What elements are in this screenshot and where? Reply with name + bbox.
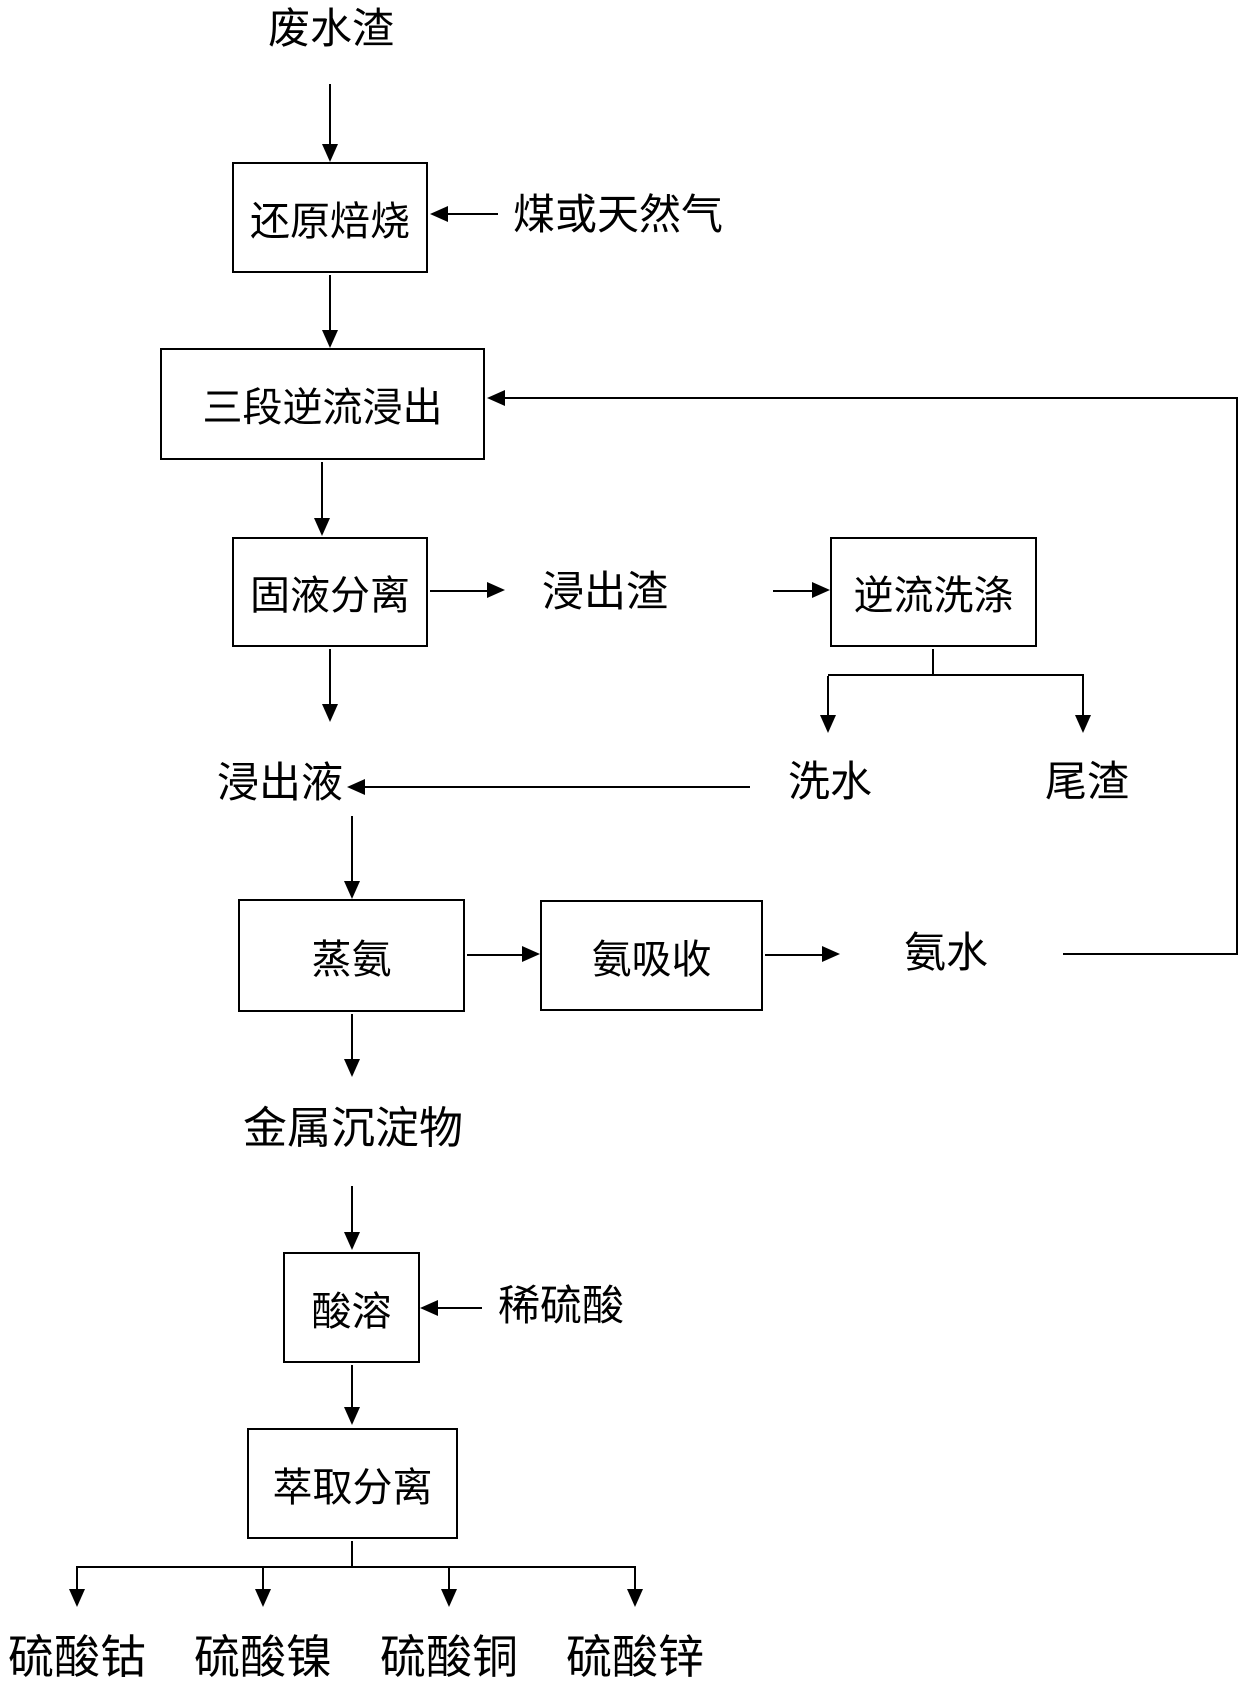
- node-tailings: 尾渣: [1044, 760, 1129, 806]
- node-countercurrent-washing: 逆流洗涤: [830, 537, 1037, 647]
- arrow-down-icon: [1075, 715, 1091, 733]
- node-metal-precipitate: 金属沉淀物: [243, 1104, 463, 1153]
- edge-wasteslag-roasting-line: [329, 84, 331, 144]
- node-three-stage-leaching: 三段逆流浸出: [160, 348, 485, 460]
- arrow-down-icon: [255, 1589, 271, 1607]
- node-nickel-sulfate: 硫酸镍: [194, 1632, 332, 1683]
- arrow-down-icon: [322, 704, 338, 722]
- edge-distillation-absorption-line: [467, 954, 522, 956]
- edge-roasting-leaching-line: [329, 275, 331, 330]
- edge-separation-leachsolution-line: [329, 649, 331, 704]
- arrow-left-icon: [347, 779, 365, 795]
- arrow-left-icon: [430, 206, 448, 222]
- edge-extraction-zinc-line: [634, 1568, 636, 1589]
- node-ammonia-absorption: 氨吸收: [540, 900, 763, 1011]
- arrow-left-icon: [487, 390, 505, 406]
- arrow-down-icon: [441, 1589, 457, 1607]
- edge-extraction-nickel-line: [262, 1568, 264, 1589]
- edge-aciddissolution-extraction-line: [351, 1365, 353, 1407]
- arrow-down-icon: [69, 1589, 85, 1607]
- arrow-down-icon: [344, 1059, 360, 1077]
- edge-separation-residue-line: [430, 590, 487, 592]
- arrow-left-icon: [420, 1300, 438, 1316]
- arrow-right-icon: [812, 582, 830, 598]
- edge-ammoniawater-feedback-bottom-line: [1063, 953, 1238, 955]
- arrow-down-icon: [627, 1589, 643, 1607]
- edge-distillation-precipitate-line: [351, 1014, 353, 1059]
- node-copper-sulfate: 硫酸铜: [380, 1632, 518, 1683]
- edge-leaching-separation-line: [321, 462, 323, 518]
- node-dilute-sulfuric-acid: 稀硫酸: [497, 1284, 624, 1330]
- node-leach-residue: 浸出渣: [541, 570, 668, 616]
- edge-acid-aciddissolution-line: [438, 1307, 482, 1309]
- edge-ammoniawater-feedback-top-line: [505, 397, 1236, 399]
- node-leach-solution: 浸出液: [216, 761, 343, 807]
- node-reduction-roasting: 还原焙烧: [232, 162, 428, 273]
- edge-washwater-leachsolution-line: [365, 786, 750, 788]
- edge-extraction-split-stem-line: [351, 1541, 353, 1567]
- node-zinc-sulfate: 硫酸锌: [566, 1632, 704, 1683]
- edge-precipitate-aciddissolution-line: [351, 1186, 353, 1232]
- arrow-down-icon: [314, 518, 330, 536]
- node-wash-water: 洗水: [787, 760, 872, 806]
- edge-washing-tailings-line: [1082, 676, 1084, 716]
- node-ammonia-distillation: 蒸氨: [238, 899, 465, 1012]
- arrow-down-icon: [344, 1407, 360, 1425]
- edge-coal-roasting-line: [448, 213, 498, 215]
- arrow-right-icon: [822, 946, 840, 962]
- edge-washing-washwater-line: [827, 676, 829, 716]
- node-waste-slag: 废水渣: [267, 7, 394, 53]
- arrow-down-icon: [820, 715, 836, 733]
- node-coal-or-natural-gas: 煤或天然气: [512, 193, 723, 239]
- node-solid-liquid-separation: 固液分离: [232, 537, 428, 647]
- arrow-down-icon: [344, 1232, 360, 1250]
- arrow-down-icon: [344, 881, 360, 899]
- arrow-down-icon: [322, 330, 338, 348]
- edge-washing-split-stem-line: [932, 649, 934, 676]
- arrow-right-icon: [487, 582, 505, 598]
- node-acid-dissolution: 酸溶: [283, 1252, 420, 1363]
- edge-leachsolution-distillation-line: [351, 816, 353, 881]
- arrow-down-icon: [322, 144, 338, 162]
- edge-ammoniawater-feedback-vertical-line: [1236, 397, 1238, 955]
- arrow-right-icon: [522, 946, 540, 962]
- edge-washing-split-line: [828, 674, 1084, 676]
- node-cobalt-sulfate: 硫酸钴: [8, 1632, 146, 1683]
- edge-residue-washing-line: [773, 590, 812, 592]
- edge-extraction-copper-line: [448, 1568, 450, 1589]
- edge-absorption-ammoniawater-line: [765, 954, 822, 956]
- edge-extraction-split-line: [76, 1566, 636, 1568]
- node-ammonia-water: 氨水: [903, 931, 988, 977]
- node-extraction-separation: 萃取分离: [247, 1428, 458, 1539]
- edge-extraction-cobalt-line: [76, 1568, 78, 1589]
